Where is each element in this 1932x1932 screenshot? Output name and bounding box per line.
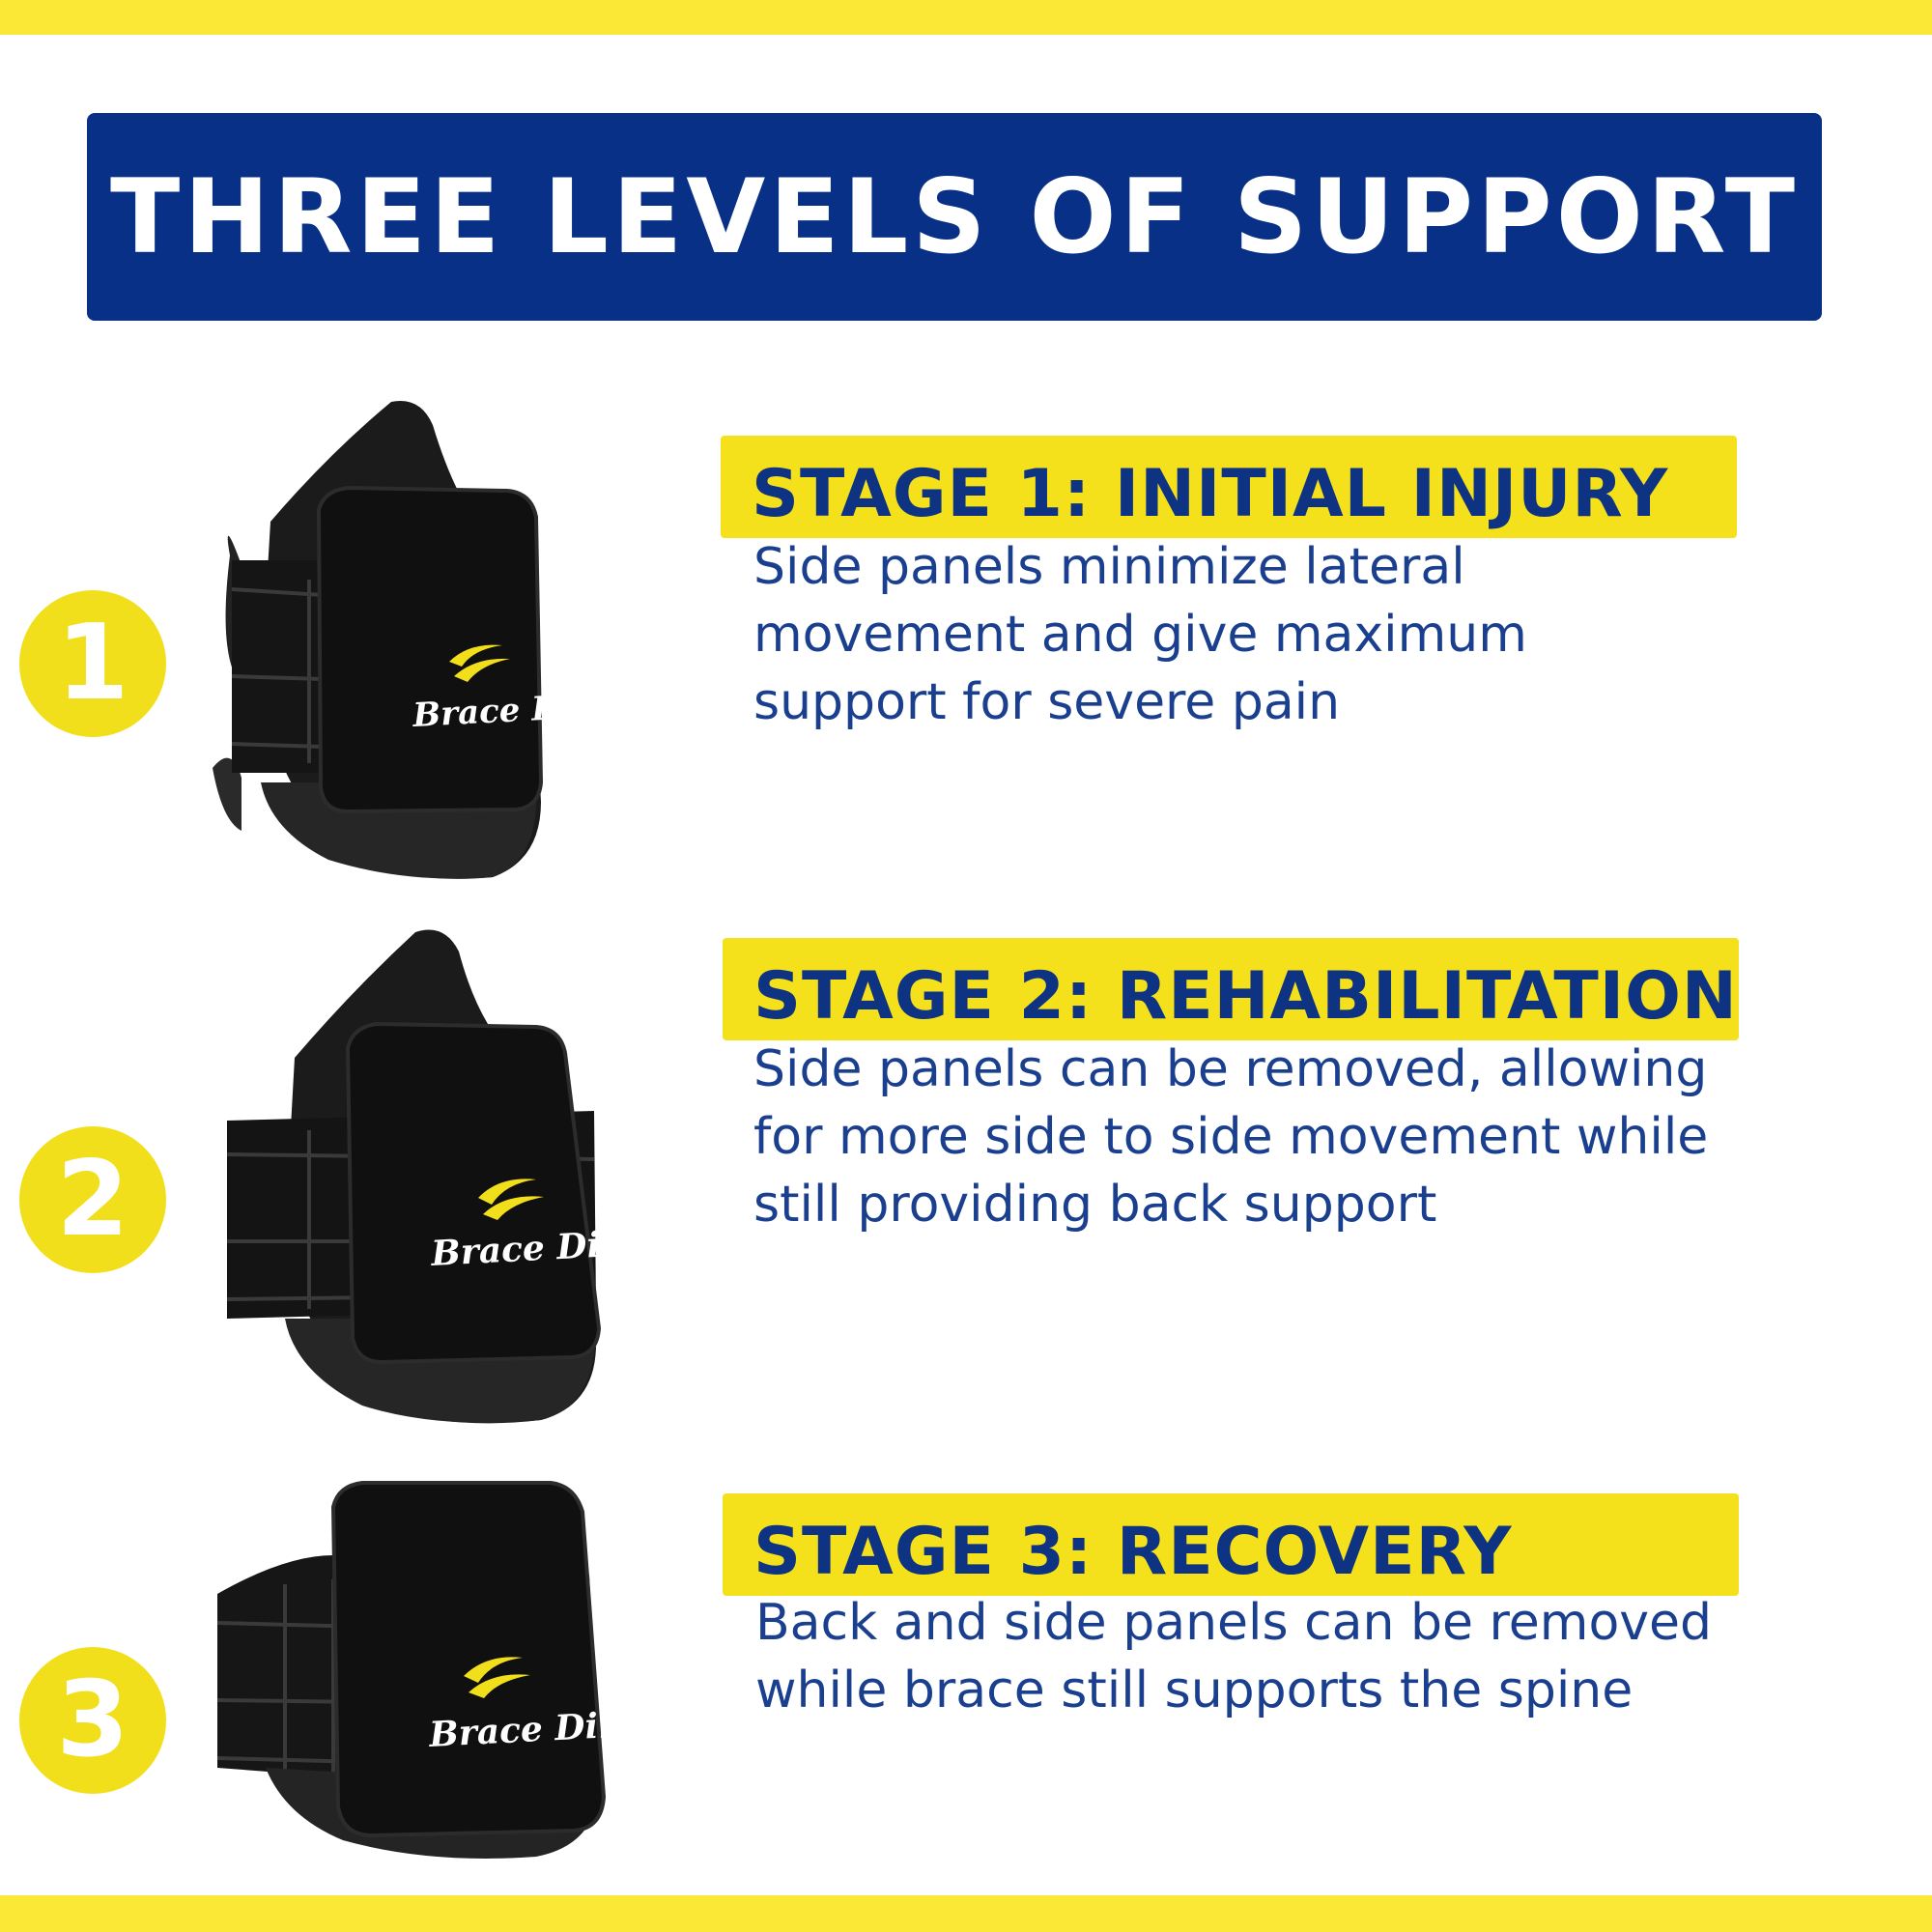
number-badge: 1 (19, 590, 166, 737)
stage-heading-box: STAGE 1: INITIAL INJURY (721, 436, 1737, 538)
stage-description: Back and side panels can be removed whil… (755, 1594, 1713, 1719)
svg-text:Brace Direct: Brace Direct (427, 1702, 613, 1755)
brand-name-2: Direct (554, 1221, 613, 1268)
number-text: 3 (56, 1660, 129, 1780)
title-banner: THREE LEVELS OF SUPPORT (87, 113, 1822, 321)
brand-name-2: Direct (553, 1702, 613, 1749)
top-stripe (0, 0, 1932, 35)
brace-image-stage-3: Brace Direct (216, 1481, 613, 1859)
brand-name-1: Brace (427, 1709, 544, 1755)
brace-image-stage-1: Brace Direct (213, 401, 589, 879)
page-title: THREE LEVELS OF SUPPORT (109, 157, 1800, 276)
stage-description: Side panels can be removed, allowing for… (753, 1040, 1709, 1234)
brand-name-1: Brace (411, 691, 521, 735)
number-text: 2 (56, 1139, 129, 1260)
bottom-stripe (0, 1895, 1932, 1932)
number-text: 1 (56, 603, 129, 724)
number-badge: 2 (19, 1126, 166, 1273)
brand-name-1: Brace (429, 1228, 546, 1274)
svg-text:Brace Direct: Brace Direct (429, 1221, 613, 1274)
stage-heading-box: STAGE 2: REHABILITATION (723, 938, 1739, 1040)
stage-description: Side panels minimize lateral movement an… (753, 538, 1527, 731)
svg-text:Brace Direct: Brace Direct (411, 684, 589, 735)
brand-name-2: Direct (529, 684, 589, 728)
number-badge: 3 (19, 1647, 166, 1794)
stage-heading: STAGE 1: INITIAL INJURY (752, 456, 1669, 532)
stage-heading: STAGE 3: RECOVERY (753, 1514, 1513, 1590)
stage-heading: STAGE 2: REHABILITATION (753, 958, 1738, 1035)
stage-heading-box: STAGE 3: RECOVERY (723, 1493, 1739, 1596)
brace-image-stage-2: Brace Direct (226, 929, 613, 1424)
